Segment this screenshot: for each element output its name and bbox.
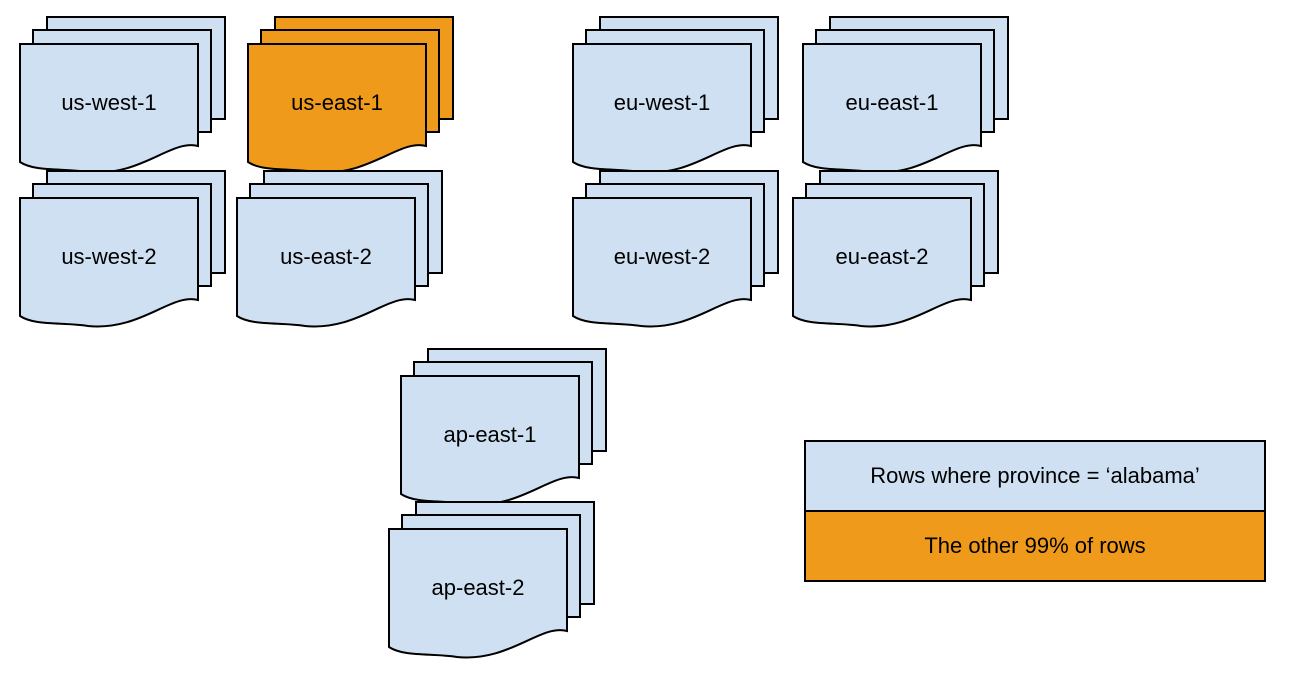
document-front-page — [19, 43, 199, 174]
document-front-page — [572, 43, 752, 174]
document-front-page — [572, 197, 752, 328]
shard-stack-ap-east-1: ap-east-1 — [400, 348, 608, 512]
document-front-page — [792, 197, 972, 328]
multi-document-icon — [247, 16, 454, 174]
shard-stack-us-east-1: us-east-1 — [247, 16, 455, 180]
legend-item-alabama-rows: Rows where province = ‘alabama’ — [806, 442, 1264, 512]
legend-item-other-rows: The other 99% of rows — [806, 512, 1264, 580]
document-front-page — [19, 197, 199, 328]
shard-stack-us-west-2: us-west-2 — [19, 170, 227, 334]
multi-document-icon — [802, 16, 1009, 174]
shard-stack-us-west-1: us-west-1 — [19, 16, 227, 180]
multi-document-icon — [572, 170, 779, 328]
legend: Rows where province = ‘alabama’ The othe… — [804, 440, 1266, 582]
multi-document-icon — [19, 170, 226, 328]
multi-document-icon — [400, 348, 607, 506]
multi-document-icon — [572, 16, 779, 174]
multi-document-icon — [19, 16, 226, 174]
document-front-page — [236, 197, 416, 328]
shard-stack-eu-east-1: eu-east-1 — [802, 16, 1010, 180]
document-front-page — [400, 375, 580, 506]
multi-document-icon — [388, 501, 595, 659]
shard-stack-eu-west-2: eu-west-2 — [572, 170, 780, 334]
document-front-page — [247, 43, 427, 174]
shard-stack-eu-east-2: eu-east-2 — [792, 170, 1000, 334]
multi-document-icon — [792, 170, 999, 328]
shard-stack-ap-east-2: ap-east-2 — [388, 501, 596, 665]
shard-stack-eu-west-1: eu-west-1 — [572, 16, 780, 180]
document-front-page — [388, 528, 568, 659]
document-front-page — [802, 43, 982, 174]
shard-stack-us-east-2: us-east-2 — [236, 170, 444, 334]
multi-document-icon — [236, 170, 443, 328]
